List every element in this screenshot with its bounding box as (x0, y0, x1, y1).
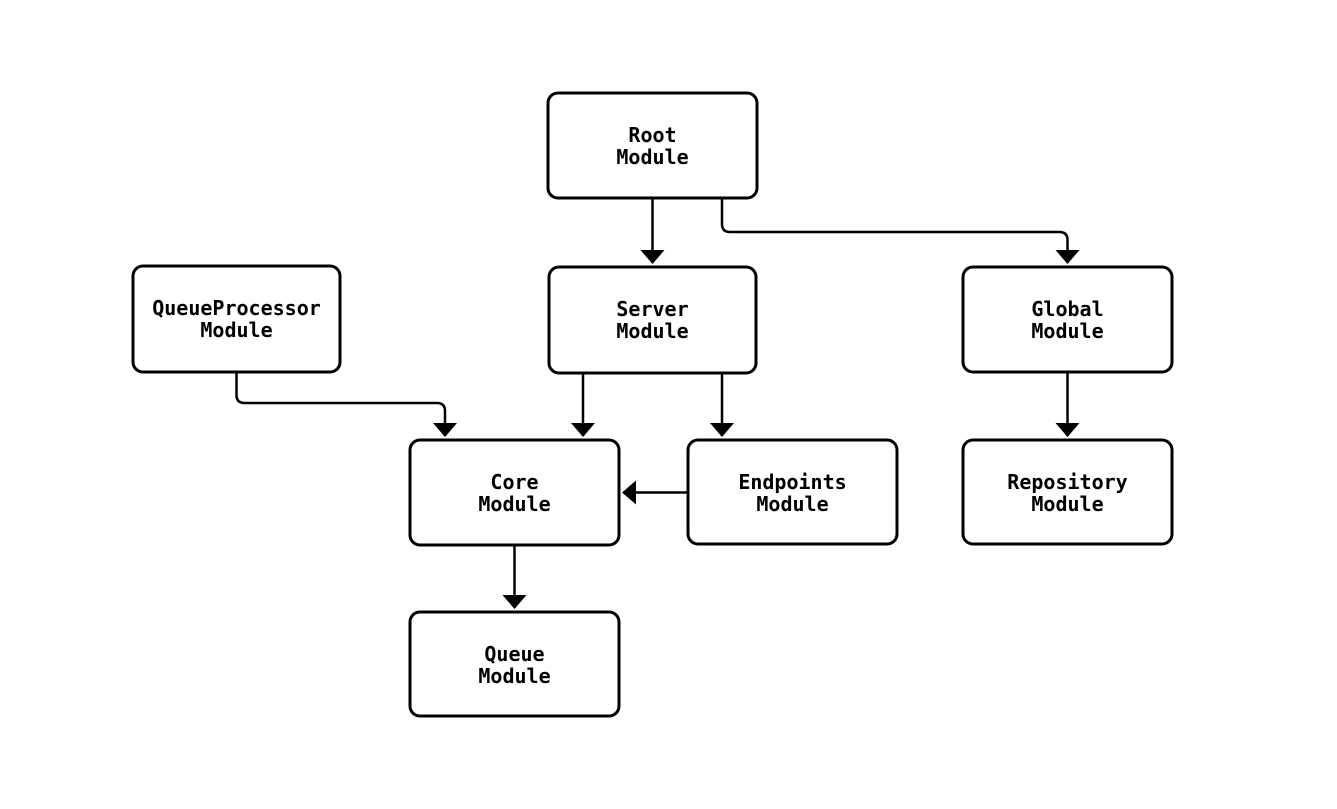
node-root-module: Root Module (546, 91, 759, 200)
node-root-label-line1: Root (628, 123, 676, 147)
node-root-box (546, 91, 759, 200)
node-root-label-line2: Module (616, 145, 688, 169)
node-queue-label-line2: Module (478, 664, 550, 688)
node-queueprocessor-label-line2: Module (200, 318, 272, 342)
edge-queueprocessor-to-core (235, 372, 457, 437)
node-endpoints-module: Endpoints Module (686, 438, 899, 546)
node-queue-module: Queue Module (408, 610, 621, 718)
node-endpoints-box (686, 438, 899, 546)
edges-layer (235, 198, 1080, 609)
node-core-module: Core Module (408, 438, 621, 547)
node-repository-box (961, 438, 1174, 546)
node-repository-label-line2: Module (1031, 492, 1103, 516)
node-server-box (547, 265, 758, 375)
node-queue-label-line1: Queue (484, 642, 544, 666)
node-queue-box (408, 610, 621, 718)
edge-root-to-global (720, 198, 1080, 264)
node-endpoints-label-line1: Endpoints (738, 470, 846, 494)
node-queueprocessor-module: QueueProcessor Module (131, 264, 342, 374)
node-global-module: Global Module (961, 265, 1174, 374)
node-global-box (961, 265, 1174, 374)
node-repository-label-line1: Repository (1007, 470, 1127, 494)
node-global-label-line1: Global (1031, 297, 1103, 321)
node-global-label-line2: Module (1031, 319, 1103, 343)
node-server-label-line1: Server (616, 297, 688, 321)
node-core-box (408, 438, 621, 547)
node-core-label-line2: Module (478, 492, 550, 516)
node-repository-module: Repository Module (961, 438, 1174, 546)
node-server-label-line2: Module (616, 319, 688, 343)
node-queueprocessor-box (131, 264, 342, 374)
node-queueprocessor-label-line1: QueueProcessor (152, 296, 321, 320)
node-endpoints-label-line2: Module (756, 492, 828, 516)
node-core-label-line1: Core (490, 470, 538, 494)
node-server-module: Server Module (547, 265, 758, 375)
